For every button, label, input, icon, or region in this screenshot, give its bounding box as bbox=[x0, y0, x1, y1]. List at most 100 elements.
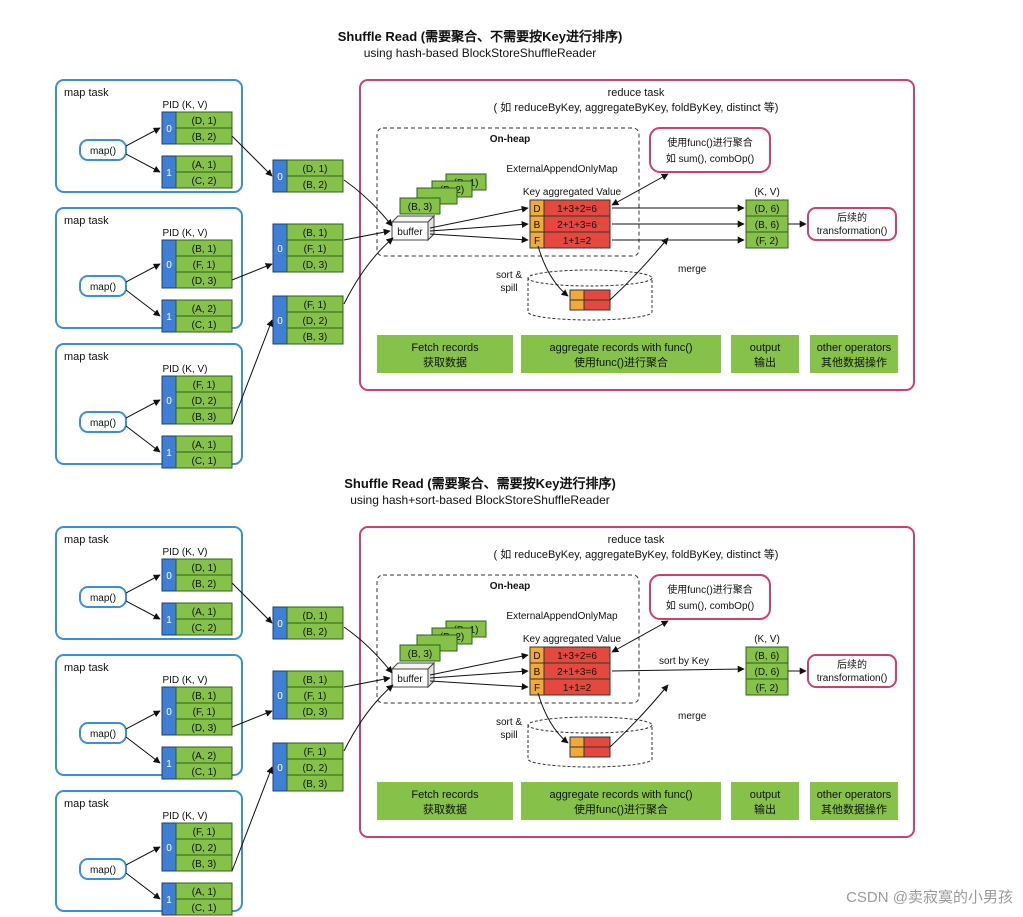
partition-0: 0(F, 1)(D, 2)(B, 3) bbox=[161, 375, 233, 425]
map-task-box bbox=[55, 207, 243, 329]
record-cell bbox=[175, 171, 233, 189]
agg-value-label: 1+3+2=6 bbox=[557, 651, 597, 662]
agg-value-label: 2+1+3=6 bbox=[557, 667, 597, 678]
diagram-2: Shuffle Read (需要聚合、需要按Key进行排序)using hash… bbox=[55, 476, 915, 916]
shuffle-line bbox=[231, 710, 273, 728]
func-note-box bbox=[649, 574, 771, 620]
record-label: (B, 1) bbox=[192, 691, 216, 702]
merge-arrow bbox=[609, 684, 669, 748]
stage-bar-4 bbox=[810, 335, 898, 373]
onheap-label: On-heap bbox=[490, 581, 531, 592]
map-task-box bbox=[55, 79, 243, 193]
record-cell bbox=[286, 255, 344, 273]
record-label: (D, 1) bbox=[303, 164, 328, 175]
output-record-label: (F, 2) bbox=[756, 236, 779, 247]
spill-label-2: spill bbox=[500, 283, 517, 294]
record-label: (F, 1) bbox=[193, 707, 216, 718]
fetched-block-1: 0(D, 1)(B, 2) bbox=[272, 159, 344, 193]
record-label: (F, 1) bbox=[304, 747, 327, 758]
pid-label: 0 bbox=[166, 260, 172, 271]
record-label: (C, 2) bbox=[192, 623, 217, 634]
func-note-line1: 使用func()进行聚合 bbox=[667, 136, 753, 149]
pid-label: 0 bbox=[277, 763, 283, 774]
pid-header: PID (K, V) bbox=[162, 675, 207, 686]
buffer-to-agg-arrow bbox=[429, 667, 529, 679]
spill-label-1: sort & bbox=[496, 270, 522, 281]
record-cell bbox=[286, 622, 344, 640]
pid-label: 1 bbox=[166, 759, 172, 770]
stage-label-1: other operators bbox=[817, 342, 892, 354]
record-cell bbox=[175, 618, 233, 636]
record-label: (D, 3) bbox=[303, 260, 328, 271]
next-label-1: 后续的 bbox=[837, 658, 867, 671]
stage-label-1: Fetch records bbox=[411, 789, 479, 801]
fetch-to-buffer-arrow bbox=[343, 237, 394, 305]
stacked-record-label: (B, 3) bbox=[408, 202, 432, 213]
fetched-block-2: 0(B, 1)(F, 1)(D, 3) bbox=[272, 670, 344, 720]
stage-bar-1 bbox=[377, 335, 513, 373]
csdn-watermark: CSDN @卖寂寞的小男孩 bbox=[846, 889, 1013, 906]
pid-header: PID (K, V) bbox=[162, 364, 207, 375]
record-label: (A, 2) bbox=[192, 751, 216, 762]
stacked-record bbox=[399, 644, 441, 662]
diagram-subtitle: using hash-based BlockStoreShuffleReader bbox=[364, 46, 597, 60]
output-header: (K, V) bbox=[754, 187, 780, 198]
reduce-subtitle: ( 如 reduceByKey, aggregateByKey, foldByK… bbox=[494, 100, 779, 114]
map-task-box bbox=[55, 790, 243, 912]
key-aggregated-value-label: Key aggregated Value bbox=[523, 187, 622, 198]
buffer-box bbox=[391, 221, 429, 241]
partition-0: 0(B, 1)(F, 1)(D, 3) bbox=[161, 686, 233, 736]
next-transformation-box bbox=[807, 207, 897, 241]
partition-0: 0(B, 1)(F, 1)(D, 3) bbox=[161, 239, 233, 289]
buffer-top bbox=[390, 662, 436, 670]
record-label: (D, 3) bbox=[303, 707, 328, 718]
buffer-top bbox=[390, 215, 436, 223]
record-label: (B, 1) bbox=[303, 228, 327, 239]
stage-bar-2 bbox=[521, 782, 721, 820]
record-cell bbox=[175, 762, 233, 780]
record-label: (D, 2) bbox=[303, 316, 328, 327]
agg-value-cell bbox=[543, 231, 611, 249]
pid-header: PID (K, V) bbox=[162, 228, 207, 239]
record-cell bbox=[175, 407, 233, 425]
diagram-title: Shuffle Read (需要聚合、需要按Key进行排序) bbox=[344, 476, 616, 491]
pid-header: PID (K, V) bbox=[162, 811, 207, 822]
fetched-block-3: 0(F, 1)(D, 2)(B, 3) bbox=[272, 295, 344, 345]
pid-label: 0 bbox=[277, 172, 283, 183]
stage-label-2: 其他数据操作 bbox=[821, 355, 887, 369]
stage-label-2: 使用func()进行聚合 bbox=[574, 802, 668, 816]
pid-label: 1 bbox=[166, 615, 172, 626]
record-cell bbox=[286, 774, 344, 792]
record-label: (A, 2) bbox=[192, 304, 216, 315]
spill-disk-top bbox=[527, 716, 653, 734]
stage-bar-4 bbox=[810, 782, 898, 820]
buffer-to-agg-arrow bbox=[429, 220, 529, 232]
map-to-partition0-arrow bbox=[125, 710, 161, 730]
record-label: (C, 1) bbox=[192, 767, 217, 778]
record-label: (A, 1) bbox=[192, 160, 216, 171]
map-to-partition0-arrow bbox=[125, 127, 161, 147]
pid-label: 0 bbox=[166, 843, 172, 854]
pid-label: 0 bbox=[277, 691, 283, 702]
spill-label-1: sort & bbox=[496, 717, 522, 728]
record-label: (B, 1) bbox=[192, 244, 216, 255]
pid-label: 0 bbox=[277, 244, 283, 255]
stage-label-1: aggregate records with func() bbox=[549, 789, 692, 801]
func-link-arrow bbox=[611, 173, 669, 206]
next-label-1: 后续的 bbox=[837, 211, 867, 224]
map-function-box bbox=[79, 858, 127, 880]
stage-label-1: output bbox=[750, 342, 781, 354]
map-to-partition1-arrow bbox=[125, 425, 161, 453]
partition-1: 1(A, 1)(C, 2) bbox=[161, 602, 233, 636]
next-label-2: transformation() bbox=[817, 673, 888, 684]
fetched-block-3: 0(F, 1)(D, 2)(B, 3) bbox=[272, 742, 344, 792]
buffer-box bbox=[391, 668, 429, 688]
partition-0: 0(D, 1)(B, 2) bbox=[161, 558, 233, 592]
shuffle-line bbox=[231, 135, 273, 177]
external-map-label: ExternalAppendOnlyMap bbox=[506, 611, 618, 622]
